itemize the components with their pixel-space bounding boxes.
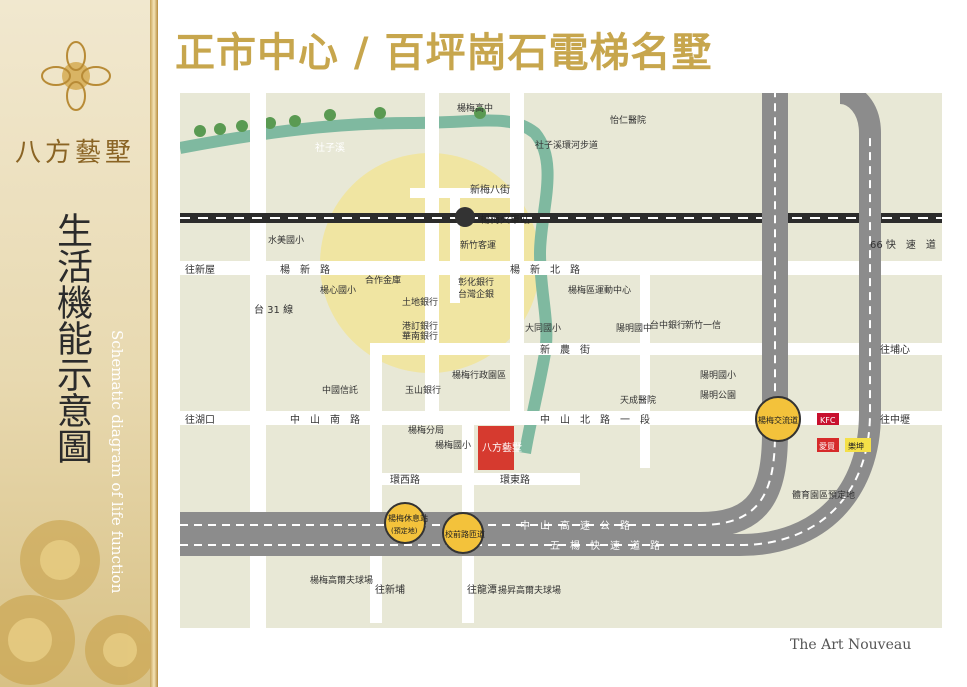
side-panel: 八方藝墅 生活機能示意圖 Schematic diagram of life f… xyxy=(0,0,158,687)
label-sports-land: 體育園區預定地 xyxy=(792,489,855,501)
label-to-zhongli: 往中壢 xyxy=(880,413,910,426)
label-xinmei-8th: 新梅八街 xyxy=(470,183,510,196)
label-wuyang: 五 楊 快 速 道 路 xyxy=(550,539,660,552)
page-title: 正市中心 / 百坪崗石電梯名墅 xyxy=(175,30,713,76)
svg-text:愛買: 愛買 xyxy=(819,441,835,451)
label-yangmei-branch: 楊梅分局 xyxy=(408,424,444,436)
label-to-puxin: 往埔心 xyxy=(880,343,910,356)
label-renai: 怡仁醫院 xyxy=(610,114,646,126)
label-xinnong: 新 農 街 xyxy=(540,343,590,356)
label-yangmei-school: 楊梅國小 xyxy=(435,439,471,451)
label-to-xinwu: 往新屋 xyxy=(185,263,215,276)
label-route66: 66 快 速 道 路 xyxy=(870,238,942,251)
label-ganghua: 港訂銀行 xyxy=(402,320,438,332)
flower-ornament-icon xyxy=(38,38,114,118)
label-shuimei: 水美國小 xyxy=(268,234,304,246)
label-yangxin: 楊 新 路 xyxy=(280,263,330,276)
svg-text:楊梅交流道: 楊梅交流道 xyxy=(758,415,798,425)
callout-rest-area: 楊梅休息站 (預定地) xyxy=(384,502,428,544)
label-gov: 楊梅行政園區 xyxy=(452,369,506,381)
label-riverside-path: 社子溪環河步道 xyxy=(535,139,598,151)
svg-text:KFC: KFC xyxy=(820,416,836,425)
credit: The Art Nouveau xyxy=(790,637,912,653)
label-sports-center: 楊梅區運動中心 xyxy=(568,284,631,296)
label-yangmei-hs: 楊梅高中 xyxy=(457,102,493,114)
label-yushan: 玉山銀行 xyxy=(405,384,441,396)
label-land-bank: 土地銀行 xyxy=(402,296,438,308)
label-golf1: 楊梅高爾夫球場 xyxy=(310,574,373,586)
label-zhongguo: 中國信託 xyxy=(322,384,358,396)
label-taizhong-bank: 台中銀行 xyxy=(650,319,686,331)
svg-text:樂坤: 樂坤 xyxy=(848,441,864,451)
callout-school-front: 校前路匝道 xyxy=(442,512,485,554)
label-to-longtan: 往龍潭 xyxy=(467,583,497,596)
label-golf2: 揚昇高爾夫球場 xyxy=(498,584,561,596)
label-xinzhu-bus: 新竹客運 xyxy=(460,239,496,251)
label-zhongshan-freeway: 中 山 高 速 公 路 xyxy=(520,519,630,532)
label-yangxin-north: 楊 新 北 路 xyxy=(510,263,580,276)
sidebar-title: 生活機能示意圖 xyxy=(51,212,92,464)
label-zhongshan-north: 中 山 北 路 一 段 xyxy=(540,413,650,426)
label-tai31: 台 31 線 xyxy=(254,303,293,316)
label-to-hukou: 往湖口 xyxy=(185,413,215,426)
label-changhua: 彰化銀行 xyxy=(458,276,494,288)
svg-text:楊梅休息站: 楊梅休息站 xyxy=(388,513,428,523)
label-huandong: 環東路 xyxy=(500,473,530,486)
label-to-xinpu: 往新埔 xyxy=(375,583,405,596)
sidebar-subtitle: Schematic diagram of life function xyxy=(108,330,126,594)
site-marker: 八方藝墅 xyxy=(478,426,522,470)
side-edge xyxy=(150,0,158,687)
station-label: 楊梅火車站 xyxy=(480,213,530,226)
bottom-flower-decoration-icon xyxy=(0,520,150,685)
brand-name: 八方藝墅 xyxy=(14,138,135,168)
label-yangming-park: 陽明公園 xyxy=(700,390,736,401)
label-yangming-elem: 陽明國小 xyxy=(700,370,736,381)
svg-text:校前路匝道: 校前路匝道 xyxy=(445,529,485,539)
label-cooperative: 合作金庫 xyxy=(365,274,401,286)
label-huanxi: 環西路 xyxy=(390,473,420,486)
store-markers: KFC 愛買 樂坤 xyxy=(817,413,871,452)
train-station-icon xyxy=(455,207,475,227)
label-taiwan-coop: 台灣企銀 xyxy=(458,288,494,300)
map[interactable]: 社子溪 楊梅火車站 八方藝墅 往新屋 楊 新 路 xyxy=(178,82,956,628)
railway xyxy=(180,213,942,223)
label-tiancheng: 天成醫院 xyxy=(620,394,656,406)
callout-interchange: 楊梅交流道 xyxy=(755,396,801,442)
label-yangming-jhs: 陽明國中 xyxy=(616,322,652,334)
svg-text:(預定地): (預定地) xyxy=(391,526,418,535)
tree-icons xyxy=(194,107,486,137)
river-label: 社子溪 xyxy=(315,141,345,154)
label-xinzhu-bank: 新竹一信 xyxy=(685,319,721,331)
label-zhongshan-south: 中 山 南 路 xyxy=(290,413,360,426)
label-yangxin-school: 楊心國小 xyxy=(320,285,356,296)
svg-text:八方藝墅: 八方藝墅 xyxy=(482,441,522,454)
label-huanan: 華南銀行 xyxy=(402,330,438,342)
label-datong: 大同國小 xyxy=(525,322,561,334)
